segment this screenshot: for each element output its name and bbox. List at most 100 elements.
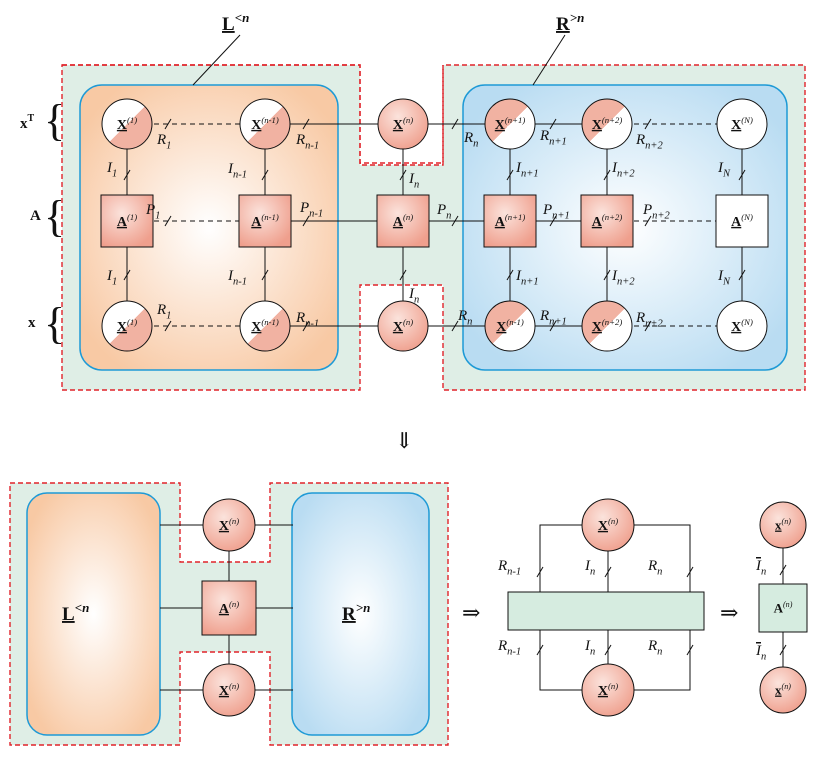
a-node-1: A(n-1): [238, 194, 292, 248]
x-node-1-label: X(n-1): [251, 317, 279, 335]
a-node-4-shape: [580, 194, 634, 248]
row-label-a: A: [30, 208, 41, 224]
bm-r-label-2: Rn: [647, 558, 662, 578]
bond-tick: [451, 215, 459, 227]
x-node-2-shape: [377, 300, 429, 352]
a-node-4: A(n+2): [580, 194, 634, 248]
r-label-bottom-1: Rn-1: [295, 310, 319, 330]
r-label-top-3: Rn+1: [539, 128, 567, 148]
i-label-lower-4: In+2: [611, 268, 635, 288]
bond-tick: [399, 269, 407, 281]
br-x-node-label: x(n): [775, 682, 791, 697]
p-label-1: Pn-1: [299, 200, 323, 220]
bond-tick: [536, 644, 544, 656]
br-i-label-1: In: [755, 558, 766, 578]
xt-node-2-label: X(n): [393, 115, 413, 133]
r-label-top-1: Rn-1: [295, 132, 319, 152]
a-node-4-label: A(n+2): [592, 212, 623, 230]
br-i-label-2: In: [755, 643, 766, 663]
left-block-region: [79, 84, 339, 371]
top-nodes: X(1) A(1) X(1) X(n-1) A(n-1) X(n-1) X(n) A(n) X(…: [100, 98, 769, 352]
bond-tick: [261, 269, 269, 281]
x-node-5-label: X(N): [731, 317, 753, 335]
br-a-node: A(n): [758, 583, 808, 633]
br-xt-node-shape: [759, 501, 807, 549]
xt-node-1-label: X(n-1): [251, 115, 279, 133]
bond-tick: [302, 320, 310, 332]
xt-node-3-label: X(n+1): [495, 115, 526, 133]
right-pointer: [532, 34, 566, 86]
r-label-top-0: R1: [156, 132, 171, 152]
i-label-upper-3: In+1: [515, 160, 539, 180]
bond-tick: [604, 644, 612, 656]
bm-xt-node-label: X(n): [598, 516, 618, 534]
p-label-0: P1: [145, 202, 160, 222]
i-label-upper-1: In-1: [227, 161, 247, 181]
r-label-bottom-4: Rn+2: [635, 310, 664, 330]
bond-tick: [261, 169, 269, 181]
xt-node-0-label: X(1): [117, 115, 137, 133]
x-node-0: X(1): [101, 300, 153, 352]
row-label-x: x: [28, 315, 36, 331]
x-node-2-label: X(n): [393, 317, 413, 335]
a-node-5-label: A(N): [731, 212, 753, 230]
bond-tick: [549, 320, 557, 332]
xt-node-4-shape: [581, 98, 633, 150]
x-node-4-label: X(n+2): [592, 317, 623, 335]
bm-x-node-label: X(n): [598, 681, 618, 699]
r-label-top-2: Rn: [463, 130, 478, 150]
xt-node-3: X(n+1): [484, 98, 536, 150]
bond-tick: [644, 320, 652, 332]
r-label-top-4: Rn+2: [635, 132, 664, 152]
x-node-1-shape: [239, 300, 291, 352]
xt-node-5-label: X(N): [731, 115, 753, 133]
a-node-0-label: A(1): [117, 212, 137, 230]
a-node-5: A(N): [715, 194, 769, 248]
contracted-matrix: [507, 591, 705, 631]
left-zone-outline: [62, 64, 444, 164]
bm-r-label-4: Rn: [647, 638, 662, 658]
p-label-2: Pn: [436, 202, 451, 222]
a-node-0: A(1): [100, 194, 154, 248]
x-node-2: X(n): [377, 300, 429, 352]
bm-xt-node-shape: [581, 498, 635, 552]
implies-arrow-1: ⇒: [462, 600, 480, 625]
i-label-upper-4: In+2: [611, 160, 635, 180]
i-label-upper-2: In: [408, 171, 419, 191]
brace-x: {: [44, 299, 65, 348]
bond-tick: [604, 566, 612, 578]
bond-tick: [506, 269, 514, 281]
bond-tick: [451, 118, 459, 130]
i-label-lower-0: I1: [106, 268, 117, 288]
bm-xt-node: X(n): [581, 498, 635, 552]
bl-a-node: A(n): [201, 580, 257, 636]
x-node-4: X(n+2): [581, 300, 633, 352]
bl-a-node-label: A(n): [219, 599, 239, 617]
a-node-5-shape: [715, 194, 769, 248]
xt-node-2: X(n): [377, 98, 429, 150]
bond-tick: [549, 215, 557, 227]
r-label-bottom-2: Rn: [457, 308, 472, 328]
br-x-node: x(n): [759, 666, 807, 714]
bm-r-label-3: Rn-1: [497, 638, 521, 658]
x-node-0-shape: [101, 300, 153, 352]
bond-tick: [644, 118, 652, 130]
a-node-3-label: A(n+1): [495, 212, 526, 230]
a-node-2-label: A(n): [393, 212, 413, 230]
bond-tick: [451, 320, 459, 332]
xt-node-1-shape: [239, 98, 291, 150]
bl-xt-node-label: X(n): [219, 516, 239, 534]
x-node-3-shape: [484, 300, 536, 352]
bond-tick: [123, 169, 131, 181]
r-label-bottom-0: R1: [156, 302, 171, 322]
xt-node-4-label: X(n+2): [592, 115, 623, 133]
bond-tick: [302, 215, 310, 227]
bottom-left-network: X(n)A(n)X(n): [160, 498, 293, 717]
bond-tick: [549, 118, 557, 130]
p-label-4: Pn+2: [642, 202, 671, 222]
i-label-lower-5: IN: [717, 268, 731, 288]
a-node-1-label: A(n-1): [251, 212, 279, 230]
right-block-label: R>n: [556, 10, 584, 35]
